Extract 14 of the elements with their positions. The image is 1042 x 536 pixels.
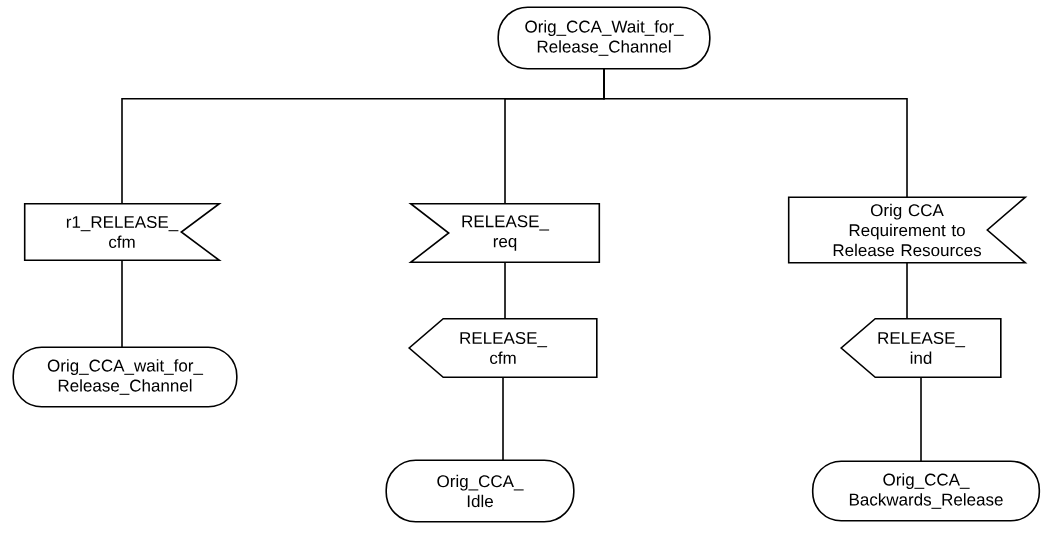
- state-terminator: Orig_CCA_Wait_for_ Release_Channel: [497, 6, 711, 70]
- flow-line: [504, 261, 506, 320]
- state-terminator: Orig_CCA_wait_for_ Release_Channel: [12, 346, 238, 408]
- state-terminator: Orig_CCA_ Idle: [385, 459, 575, 523]
- flow-line: [121, 259, 123, 348]
- output-signal-box: RELEASE_ ind: [840, 317, 1002, 379]
- state-terminator: Orig_CCA_ Backwards_Release: [811, 460, 1041, 522]
- flow-line: [906, 262, 908, 320]
- branch-line: [603, 68, 908, 198]
- input-signal-box: Orig CCA Requirement to Release Resources: [787, 196, 1028, 264]
- flow-line: [502, 376, 504, 461]
- flow-line: [920, 376, 922, 462]
- input-signal-box: RELEASE_ req: [408, 202, 601, 264]
- input-signal-box: r1_RELEASE_ cfm: [23, 202, 222, 262]
